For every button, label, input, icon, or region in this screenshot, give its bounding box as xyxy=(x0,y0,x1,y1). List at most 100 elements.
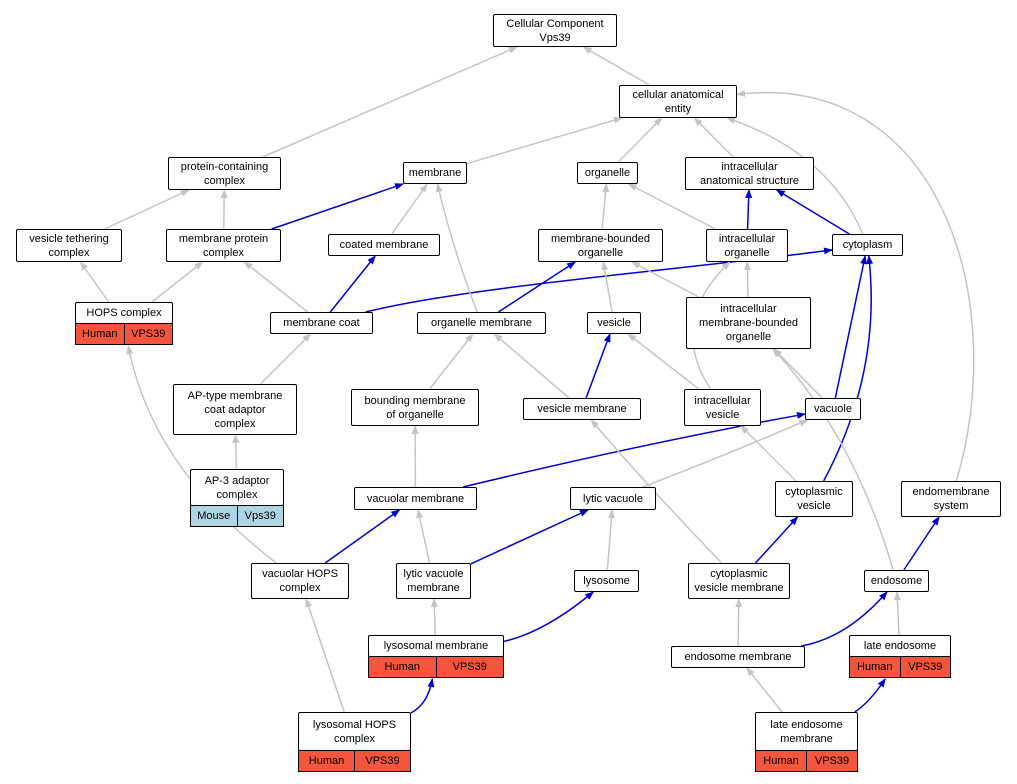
annotation-badge-human[interactable]: Human xyxy=(368,656,437,678)
node-cytoplasm[interactable]: cytoplasm xyxy=(832,234,903,256)
annotation-badge-human[interactable]: Human xyxy=(75,323,125,345)
node-endosome-membrane[interactable]: endosome membrane xyxy=(671,646,805,668)
edge-is_a-organelle--cellular-anatomical-entity xyxy=(617,117,663,163)
node-label: cellular anatomical entity xyxy=(619,85,737,118)
node-endosome[interactable]: endosome xyxy=(864,570,929,592)
node-intracellular-anatomical-structure[interactable]: intracellular anatomical structure xyxy=(685,157,814,190)
annotation-badge-human[interactable]: Human xyxy=(298,750,355,772)
node-vacuolar-hops-complex[interactable]: vacuolar HOPS complex xyxy=(251,563,349,599)
node-label: membrane protein complex xyxy=(166,229,281,262)
node-label: vesicle membrane xyxy=(523,398,641,420)
node-label: lytic vacuole membrane xyxy=(396,563,471,599)
node-label: membrane coat xyxy=(270,312,373,334)
edge-is_a-membrane--cellular-anatomical-entity xyxy=(466,116,623,165)
annotation-badge-vps39[interactable]: VPS39 xyxy=(123,323,173,345)
edge-is_a-vesicle-membrane--organelle-membrane xyxy=(493,333,570,399)
node-intracellular-vesicle[interactable]: intracellular vesicle xyxy=(684,389,761,426)
node-vesicle-membrane[interactable]: vesicle membrane xyxy=(523,398,641,420)
node-label: vacuole xyxy=(805,398,861,420)
annotation-badge-vps39[interactable]: VPS39 xyxy=(806,750,858,772)
node-protein-containing-complex[interactable]: protein-containing complex xyxy=(168,157,281,190)
node-lysosome[interactable]: lysosome xyxy=(574,570,639,592)
edge-part_of-late-endosome-membrane--late-endosome xyxy=(854,678,886,713)
node-endomembrane-system[interactable]: endomembrane system xyxy=(901,481,1001,517)
node-membrane-coat[interactable]: membrane coat xyxy=(270,312,373,334)
edge-is_a-cytoplasmic-vesicle--intracellular-vesicle xyxy=(740,425,797,482)
node-lytic-vacuole[interactable]: lytic vacuole xyxy=(570,487,656,510)
node-cytoplasmic-vesicle-membrane[interactable]: cytoplasmic vesicle membrane xyxy=(688,563,790,599)
edge-is_a-endomembrane-system--cellular-anatomical-entity xyxy=(736,89,975,482)
edge-is_a-ap-3-adaptor-complex--ap-type-membrane-coat-adaptor-complex xyxy=(232,434,240,470)
node-membrane-bounded-organelle[interactable]: membrane-bounded organelle xyxy=(538,229,663,262)
node-vesicle-tethering-complex[interactable]: vesicle tethering complex xyxy=(16,229,122,262)
edge-is_a-coated-membrane--membrane xyxy=(391,183,428,235)
node-intracellular-organelle[interactable]: intracellular organelle xyxy=(706,229,788,262)
edge-is_a-vacuole--intracellular-membrane-bounded-organelle xyxy=(773,348,823,399)
annotation-badge-vps39[interactable]: VPS39 xyxy=(435,656,504,678)
edge-part_of-vacuole--cytoplasm xyxy=(834,255,867,399)
annotation-badge-mouse[interactable]: Mouse xyxy=(190,505,238,527)
node-label: membrane-bounded organelle xyxy=(538,229,663,262)
node-organelle-membrane[interactable]: organelle membrane xyxy=(417,312,546,334)
edge-part_of-cytoplasm--intracellular-anatomical-structure xyxy=(775,189,850,235)
node-label: endosome xyxy=(864,570,929,592)
edge-is_a-endosome--intracellular-membrane-bounded-organelle xyxy=(772,348,894,571)
edge-part_of-membrane-coat--coated-membrane xyxy=(329,255,376,313)
edge-is_a-organelle-membrane--membrane xyxy=(435,183,478,313)
node-cytoplasmic-vesicle[interactable]: cytoplasmic vesicle xyxy=(775,481,853,517)
edge-part_of-organelle-membrane--membrane-bounded-organelle xyxy=(497,261,577,313)
node-label: intracellular membrane-bounded organelle xyxy=(686,297,811,349)
node-vacuole[interactable]: vacuole xyxy=(805,398,861,420)
node-organelle[interactable]: organelle xyxy=(577,162,638,184)
node-label: lytic vacuole xyxy=(570,487,656,510)
edge-is_a-lytic-vacuole--vacuole xyxy=(642,419,809,488)
node-label: vacuolar HOPS complex xyxy=(251,563,349,599)
edge-is_a-vesicle--membrane-bounded-organelle xyxy=(601,261,613,313)
node-label: intracellular vesicle xyxy=(684,389,761,426)
node-intracellular-membrane-bounded-organelle[interactable]: intracellular membrane-bounded organelle xyxy=(686,297,811,349)
node-lytic-vacuole-membrane[interactable]: lytic vacuole membrane xyxy=(396,563,471,599)
node-label: endosome membrane xyxy=(671,646,805,668)
node-label: lysosomal HOPS complex xyxy=(298,712,411,751)
annotation-badge-vps39[interactable]: VPS39 xyxy=(899,656,951,678)
node-vacuolar-membrane[interactable]: vacuolar membrane xyxy=(354,487,477,510)
edge-is_a-lysosome--lytic-vacuole xyxy=(606,509,615,571)
node-label: membrane xyxy=(403,162,467,184)
node-coated-membrane[interactable]: coated membrane xyxy=(328,234,440,256)
annotation-badge-vps39[interactable]: Vps39 xyxy=(236,505,284,527)
edge-is_a-ap-type-membrane-coat-adaptor-complex--membrane-coat xyxy=(259,333,312,385)
node-vesicle[interactable]: vesicle xyxy=(587,312,641,334)
edge-is_a-intracellular-membrane-bounded-organelle--membrane-bounded-organelle xyxy=(631,261,700,298)
annotation-badge-human[interactable]: Human xyxy=(755,750,807,772)
edge-is_a-vesicle-tethering-complex--protein-containing-complex xyxy=(104,189,190,230)
edge-part_of-endosome--endomembrane-system xyxy=(903,516,940,571)
node-label: bounding membrane of organelle xyxy=(351,389,479,426)
node-label: cytoplasmic vesicle membrane xyxy=(688,563,790,599)
node-membrane[interactable]: membrane xyxy=(403,162,467,184)
annotation-badge-human[interactable]: Human xyxy=(849,656,901,678)
node-cellular-anatomical-entity[interactable]: cellular anatomical entity xyxy=(619,85,737,118)
node-label: endomembrane system xyxy=(901,481,1001,517)
node-label: lysosome xyxy=(574,570,639,592)
edge-part_of-cytoplasmic-vesicle-membrane--cytoplasmic-vesicle xyxy=(754,516,799,564)
edge-part_of-cytoplasmic-vesicle--cytoplasm xyxy=(822,255,874,482)
node-ap-type-membrane-coat-adaptor-complex[interactable]: AP-type membrane coat adaptor complex xyxy=(173,384,297,435)
node-membrane-protein-complex[interactable]: membrane protein complex xyxy=(166,229,281,262)
edge-part_of-lysosomal-membrane--lysosome xyxy=(503,591,595,643)
node-cc-vps39[interactable]: Cellular Component Vps39 xyxy=(493,14,617,47)
node-label: vesicle xyxy=(587,312,641,334)
edge-is_a-lytic-vacuole-membrane--vacuolar-membrane xyxy=(416,509,431,564)
edge-is_a-cellular-anatomical-entity--cc-vps39 xyxy=(582,46,650,86)
node-bounding-membrane-of-organelle[interactable]: bounding membrane of organelle xyxy=(351,389,479,426)
annotation-badge-vps39[interactable]: VPS39 xyxy=(354,750,411,772)
node-label: protein-containing complex xyxy=(168,157,281,190)
